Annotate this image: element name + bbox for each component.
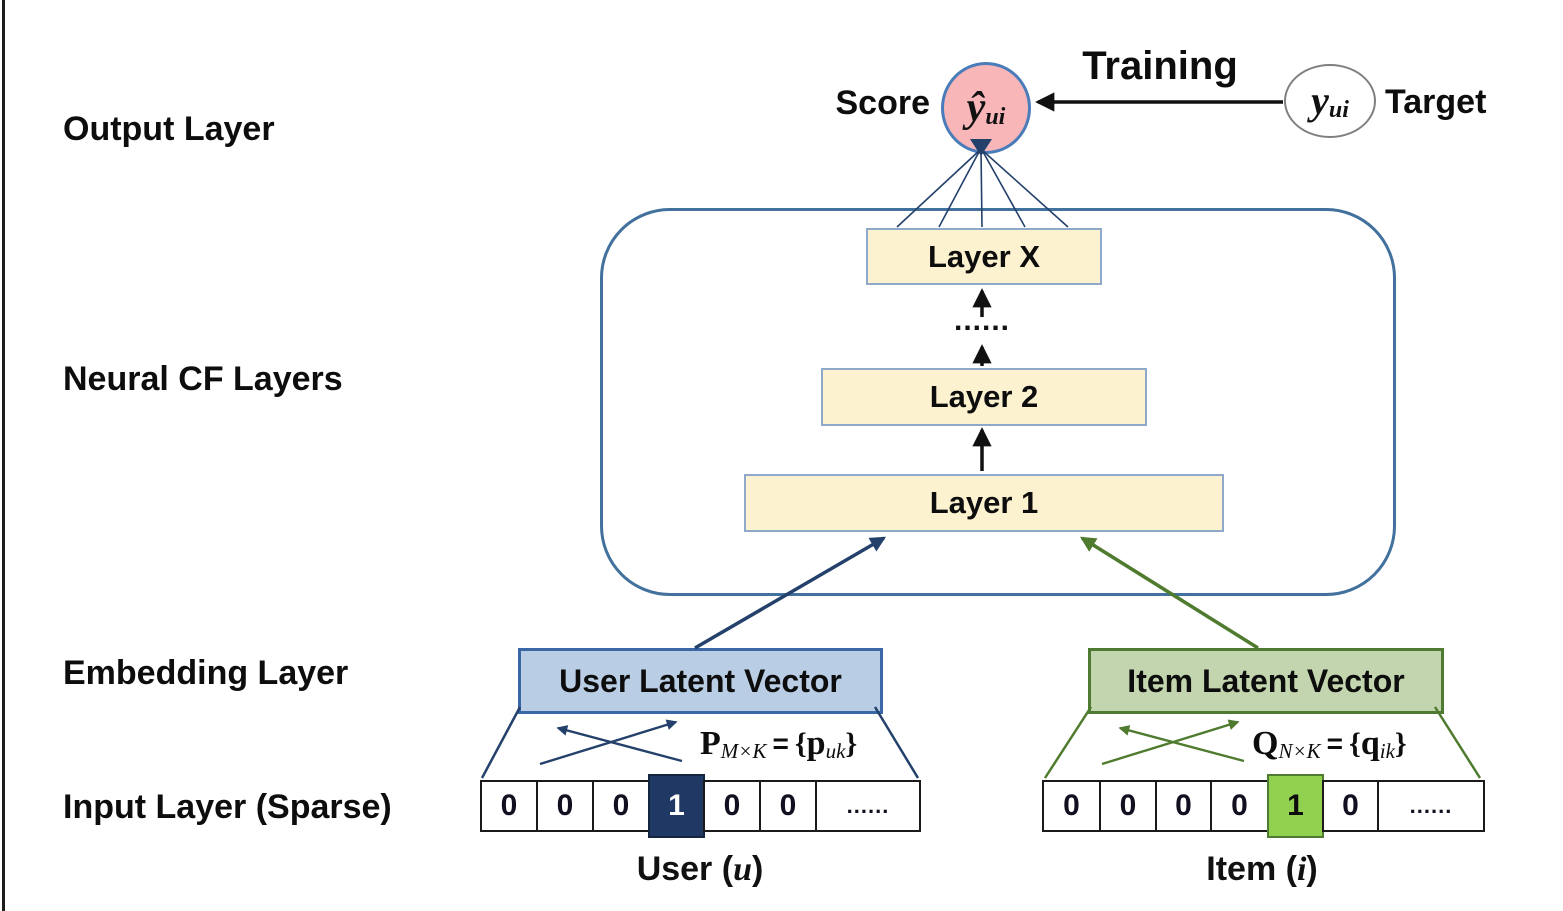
user-vector-subscript: uk bbox=[825, 738, 846, 763]
user-matrix-symbol: P bbox=[700, 725, 721, 762]
item-vector-subscript: ik bbox=[1379, 738, 1395, 763]
user-caption-text: User ( bbox=[636, 850, 734, 888]
item-input-ellipsis-cell: ...... bbox=[1377, 780, 1485, 832]
item-input-cell: 0 bbox=[1099, 780, 1157, 832]
neural-cf-layers-label: Neural CF Layers bbox=[63, 360, 343, 398]
page-edge-line bbox=[2, 0, 5, 911]
score-label: Score bbox=[835, 84, 931, 122]
target-symbol: y bbox=[1311, 78, 1329, 123]
item-latent-vector-box: Item Latent Vector bbox=[1088, 648, 1444, 714]
output-layer-label: Output Layer bbox=[63, 110, 275, 148]
user-input-ellipsis-cell: ...... bbox=[815, 780, 921, 832]
target-label: Target bbox=[1385, 83, 1487, 121]
close-brace: } bbox=[1394, 727, 1407, 760]
item-matrix-symbol: Q bbox=[1252, 725, 1279, 762]
item-caption-close: ) bbox=[1306, 850, 1318, 888]
item-input-cell: 0 bbox=[1210, 780, 1269, 832]
embedding-layer-label: Embedding Layer bbox=[63, 654, 349, 692]
item-input-cell: 0 bbox=[1155, 780, 1212, 832]
layer-1-box: Layer 1 bbox=[744, 474, 1224, 532]
equals-sign: = bbox=[772, 728, 789, 759]
user-lookup-cross-arrows bbox=[539, 719, 683, 766]
target-subscript: ui bbox=[1328, 97, 1349, 123]
layer-x-box: Layer X bbox=[866, 228, 1102, 285]
user-matrix-subscript: M×K bbox=[720, 738, 767, 763]
user-input-cell: 0 bbox=[703, 780, 761, 832]
item-input-cell: 0 bbox=[1042, 780, 1101, 832]
user-caption: User (u) bbox=[580, 850, 820, 889]
user-funnel-left-edge bbox=[480, 706, 522, 779]
item-caption-variable: i bbox=[1296, 851, 1307, 888]
user-latent-vector-box: User Latent Vector bbox=[518, 648, 883, 714]
user-input-hot-cell: 1 bbox=[648, 774, 705, 838]
training-label: Training bbox=[1082, 44, 1238, 88]
item-funnel-left-edge bbox=[1043, 706, 1093, 779]
item-vector-symbol: q bbox=[1360, 725, 1380, 762]
user-caption-close: ) bbox=[751, 850, 764, 888]
layer-2-box: Layer 2 bbox=[821, 368, 1147, 426]
item-matrix-subscript: N×K bbox=[1278, 738, 1321, 763]
hidden-layers-ellipsis: ...... bbox=[953, 304, 1010, 337]
predicted-score-symbol: ŷ bbox=[966, 85, 986, 131]
item-input-hot-cell: 1 bbox=[1267, 774, 1324, 838]
user-input-cell: 0 bbox=[759, 780, 817, 832]
user-vector-symbol: p bbox=[806, 725, 826, 762]
item-caption-text: Item ( bbox=[1206, 850, 1297, 888]
user-funnel-right-edge bbox=[873, 706, 920, 779]
item-funnel-right-edge bbox=[1433, 706, 1482, 779]
user-input-cell: 0 bbox=[536, 780, 594, 832]
item-lookup-cross-arrows bbox=[1101, 719, 1245, 766]
user-input-cell: 0 bbox=[592, 780, 650, 832]
input-layer-label: Input Layer (Sparse) bbox=[63, 788, 392, 826]
item-input-cell: 0 bbox=[1322, 780, 1379, 832]
item-caption: Item (i) bbox=[1142, 850, 1382, 889]
equals-sign: = bbox=[1326, 728, 1343, 759]
close-brace: } bbox=[845, 727, 858, 760]
user-input-cell: 0 bbox=[480, 780, 538, 832]
predicted-score-subscript: ui bbox=[985, 104, 1006, 130]
user-caption-variable: u bbox=[733, 851, 752, 888]
open-brace: { bbox=[794, 727, 807, 760]
open-brace: { bbox=[1349, 727, 1361, 760]
